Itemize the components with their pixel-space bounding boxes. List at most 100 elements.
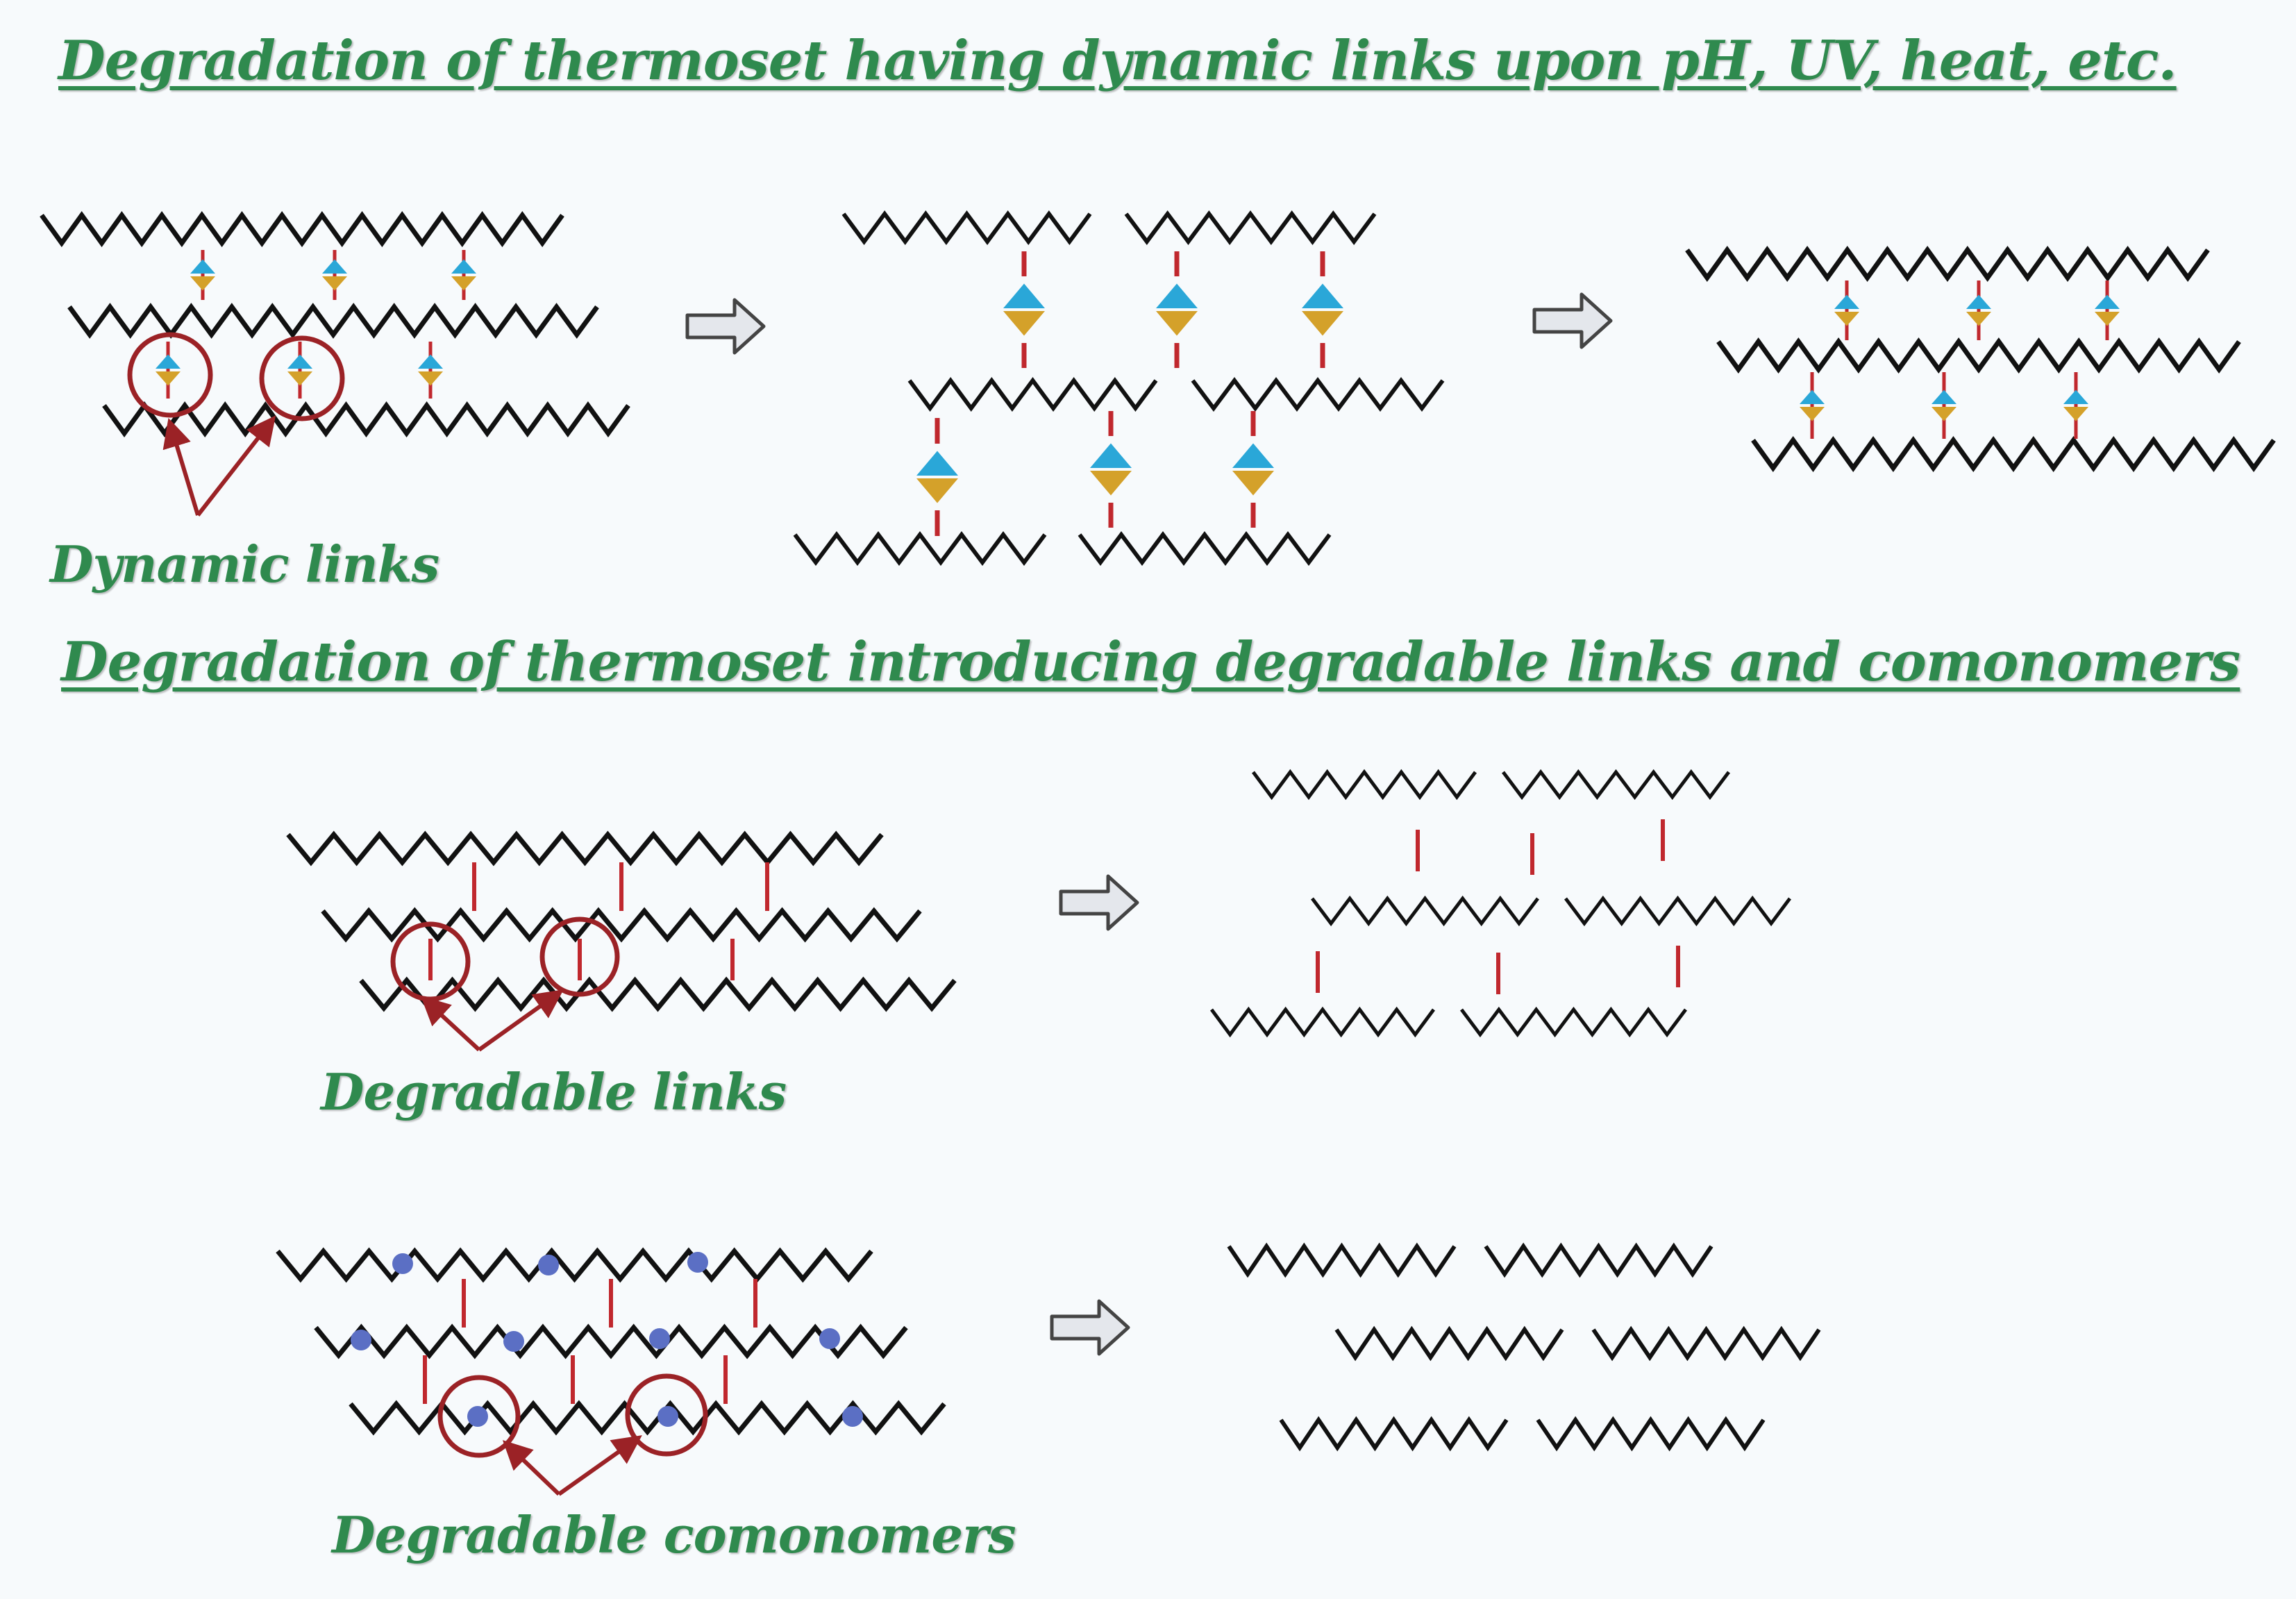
callout-circle-6 xyxy=(625,1373,708,1457)
fragment-chain-3 xyxy=(907,376,1158,412)
reformed-dynamic-link-icon-2 xyxy=(2095,294,2120,326)
callout-arrow-3 xyxy=(420,996,481,1052)
dynamic-link-bottom xyxy=(1156,311,1198,336)
comon-chain-middle xyxy=(314,1323,908,1359)
right-arrow-icon-4 xyxy=(1050,1299,1130,1356)
right-arrow-icon-2 xyxy=(1532,292,1613,349)
dynamic-link-top xyxy=(287,354,312,369)
comon-fragment-3 xyxy=(1334,1325,1564,1362)
dynamic-link-bottom xyxy=(1003,311,1045,336)
reformed-dynamic-link-icon-3 xyxy=(1800,390,1825,421)
dynamic-link-top xyxy=(916,451,958,476)
reformed-chain-middle xyxy=(1716,337,2241,374)
deglink-fragment-1 xyxy=(1251,769,1477,801)
dynamic-link-top xyxy=(1834,294,1859,309)
heading-degradable-links: Degradation of thermoset introducing deg… xyxy=(61,630,2240,694)
comonomer-bead-icon-9 xyxy=(842,1406,863,1427)
comon-fragment-6 xyxy=(1536,1416,1766,1452)
dynamic-link-bottom xyxy=(1932,407,1956,421)
deglink-fragment-6 xyxy=(1459,1006,1688,1038)
comonomer-bead-icon-8 xyxy=(657,1406,678,1427)
callout-arrow-2 xyxy=(196,415,276,517)
free-dynamic-link-icon-3 xyxy=(916,451,958,503)
dynamic-link-bottom xyxy=(1800,407,1825,421)
comonomer-bead-icon-3 xyxy=(351,1330,371,1350)
deglink-chain-top xyxy=(286,830,884,867)
label-degradable-comonomers: Degradable comonomers xyxy=(332,1505,1016,1564)
comonomer-bead-icon-6 xyxy=(819,1328,840,1349)
dynamic-link-top xyxy=(1003,283,1045,308)
callout-arrow-6 xyxy=(558,1435,642,1496)
free-dynamic-link-icon-5 xyxy=(1232,443,1274,496)
deglink-fragment-2 xyxy=(1502,769,1730,801)
reformed-dynamic-link-icon-4 xyxy=(1932,390,1956,421)
callout-arrow-5 xyxy=(502,1440,561,1496)
reformed-dynamic-link-icon-0 xyxy=(1834,294,1859,326)
deglink-fragment-4 xyxy=(1564,895,1792,927)
dynamic-link-bottom xyxy=(451,276,476,291)
dynamic-link-bottom xyxy=(418,371,443,386)
comon-fragment-4 xyxy=(1591,1325,1821,1362)
dynamic-link-top xyxy=(418,354,443,369)
right-arrow-icon-3 xyxy=(1059,874,1139,931)
dynamic-link-top xyxy=(2063,390,2088,404)
dynamic-link-bottom xyxy=(1302,311,1343,336)
dynamic-link-bottom xyxy=(2095,312,2120,326)
deglink-chain-bottom xyxy=(359,976,957,1012)
dynamic-link-bottom xyxy=(1232,471,1274,496)
dynamic-link-top xyxy=(1302,283,1343,308)
dynamic-link-bottom xyxy=(322,276,347,291)
deglink-fragment-3 xyxy=(1311,895,1539,927)
label-degradable-links: Degradable links xyxy=(321,1062,787,1121)
dynamic-link-icon-5 xyxy=(418,354,443,386)
callout-circle-1 xyxy=(127,332,213,418)
dynamic-link-top xyxy=(2095,294,2120,309)
dynamic-link-bottom xyxy=(287,371,312,386)
free-dynamic-link-icon-0 xyxy=(1003,283,1045,336)
fragment-chain-5 xyxy=(793,531,1047,566)
dynamic-link-bottom xyxy=(1090,471,1132,496)
free-dynamic-link-icon-1 xyxy=(1156,283,1198,336)
callout-circle-2 xyxy=(259,335,345,421)
reformed-chain-top xyxy=(1685,246,2210,282)
dynamic-link-bottom xyxy=(190,276,215,291)
fragment-chain-1 xyxy=(841,210,1092,246)
dynamic-link-bottom xyxy=(1834,312,1859,326)
dynamic-link-icon-2 xyxy=(451,259,476,291)
reformed-dynamic-link-icon-5 xyxy=(2063,390,2088,421)
heading-dynamic-links: Degradation of thermoset having dynamic … xyxy=(58,29,2177,92)
callout-arrow-1 xyxy=(162,417,200,516)
deglink-chain-middle xyxy=(321,907,922,943)
fragment-chain-4 xyxy=(1191,377,1445,412)
dynamic-link-top xyxy=(1090,443,1132,468)
right-arrow-icon-1 xyxy=(685,298,766,355)
comonomer-bead-icon-1 xyxy=(538,1255,559,1275)
comonomer-bead-icon-0 xyxy=(392,1253,413,1274)
dynamic-link-bottom xyxy=(916,478,958,503)
dynamic-link-icon-3 xyxy=(156,354,181,386)
network-chain-middle xyxy=(67,303,599,339)
free-dynamic-link-icon-2 xyxy=(1302,283,1343,336)
callout-circle-5 xyxy=(437,1375,521,1458)
comon-fragment-1 xyxy=(1227,1242,1457,1278)
comonomer-bead-icon-2 xyxy=(687,1252,708,1273)
dynamic-link-top xyxy=(1232,443,1274,468)
comonomer-bead-icon-4 xyxy=(503,1331,524,1352)
dynamic-link-top xyxy=(156,354,181,369)
fragment-chain-2 xyxy=(1124,210,1377,246)
dynamic-link-top xyxy=(190,259,215,274)
label-dynamic-links: Dynamic links xyxy=(50,535,439,594)
dynamic-link-top xyxy=(1932,390,1956,404)
dynamic-link-top xyxy=(451,259,476,274)
comon-chain-top xyxy=(276,1247,873,1283)
fragment-chain-6 xyxy=(1078,531,1332,566)
dynamic-link-bottom xyxy=(2063,407,2088,421)
network-chain-bottom xyxy=(102,401,630,437)
dynamic-link-bottom xyxy=(156,371,181,386)
reformed-dynamic-link-icon-1 xyxy=(1966,294,1991,326)
free-dynamic-link-icon-4 xyxy=(1090,443,1132,496)
dynamic-link-top xyxy=(1800,390,1825,404)
dynamic-link-icon-1 xyxy=(322,259,347,291)
callout-arrow-4 xyxy=(478,989,564,1052)
